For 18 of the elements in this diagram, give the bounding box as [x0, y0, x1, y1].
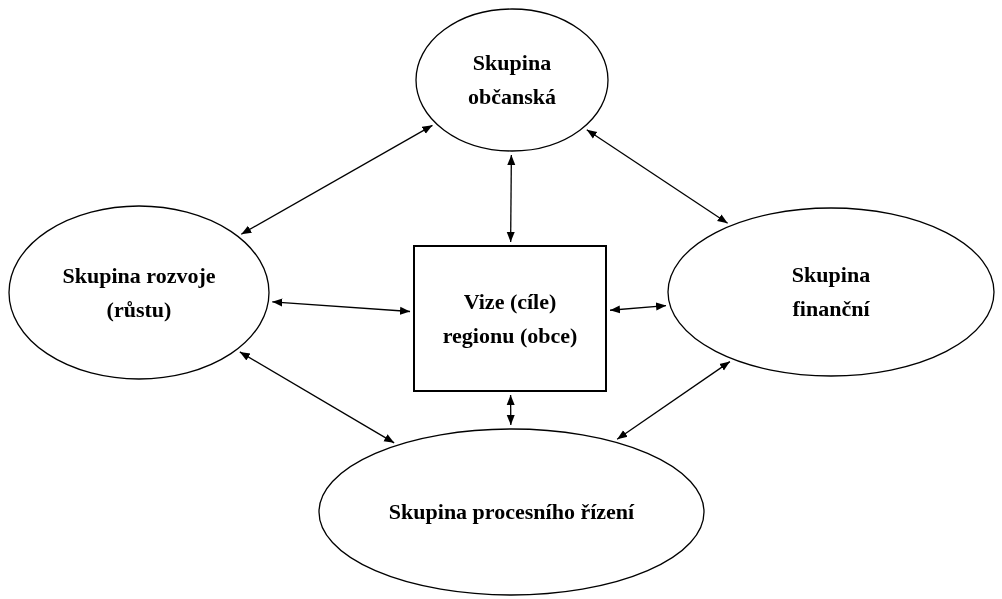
double-arrow: [271, 298, 411, 315]
vision-box: [413, 245, 607, 392]
group-ellipse: [8, 205, 270, 380]
node-label: Skupina občanská: [466, 49, 557, 111]
group-ellipse: [318, 428, 705, 596]
double-arrow: [609, 302, 667, 314]
node-label: Skupina rozvoje (růstu): [61, 261, 217, 324]
double-arrow: [506, 154, 516, 243]
node-label: Skupina procesního řízení: [388, 498, 635, 526]
group-ellipse: [415, 8, 609, 152]
double-arrow: [506, 394, 515, 426]
group-ellipse: [667, 207, 995, 377]
double-arrow: [616, 360, 731, 440]
node-label: Skupina finanční: [790, 261, 872, 323]
node-label: Vize (cíle) regionu (obce): [441, 287, 579, 350]
double-arrow: [239, 351, 395, 444]
double-arrow: [586, 129, 729, 224]
double-arrow: [240, 124, 434, 235]
